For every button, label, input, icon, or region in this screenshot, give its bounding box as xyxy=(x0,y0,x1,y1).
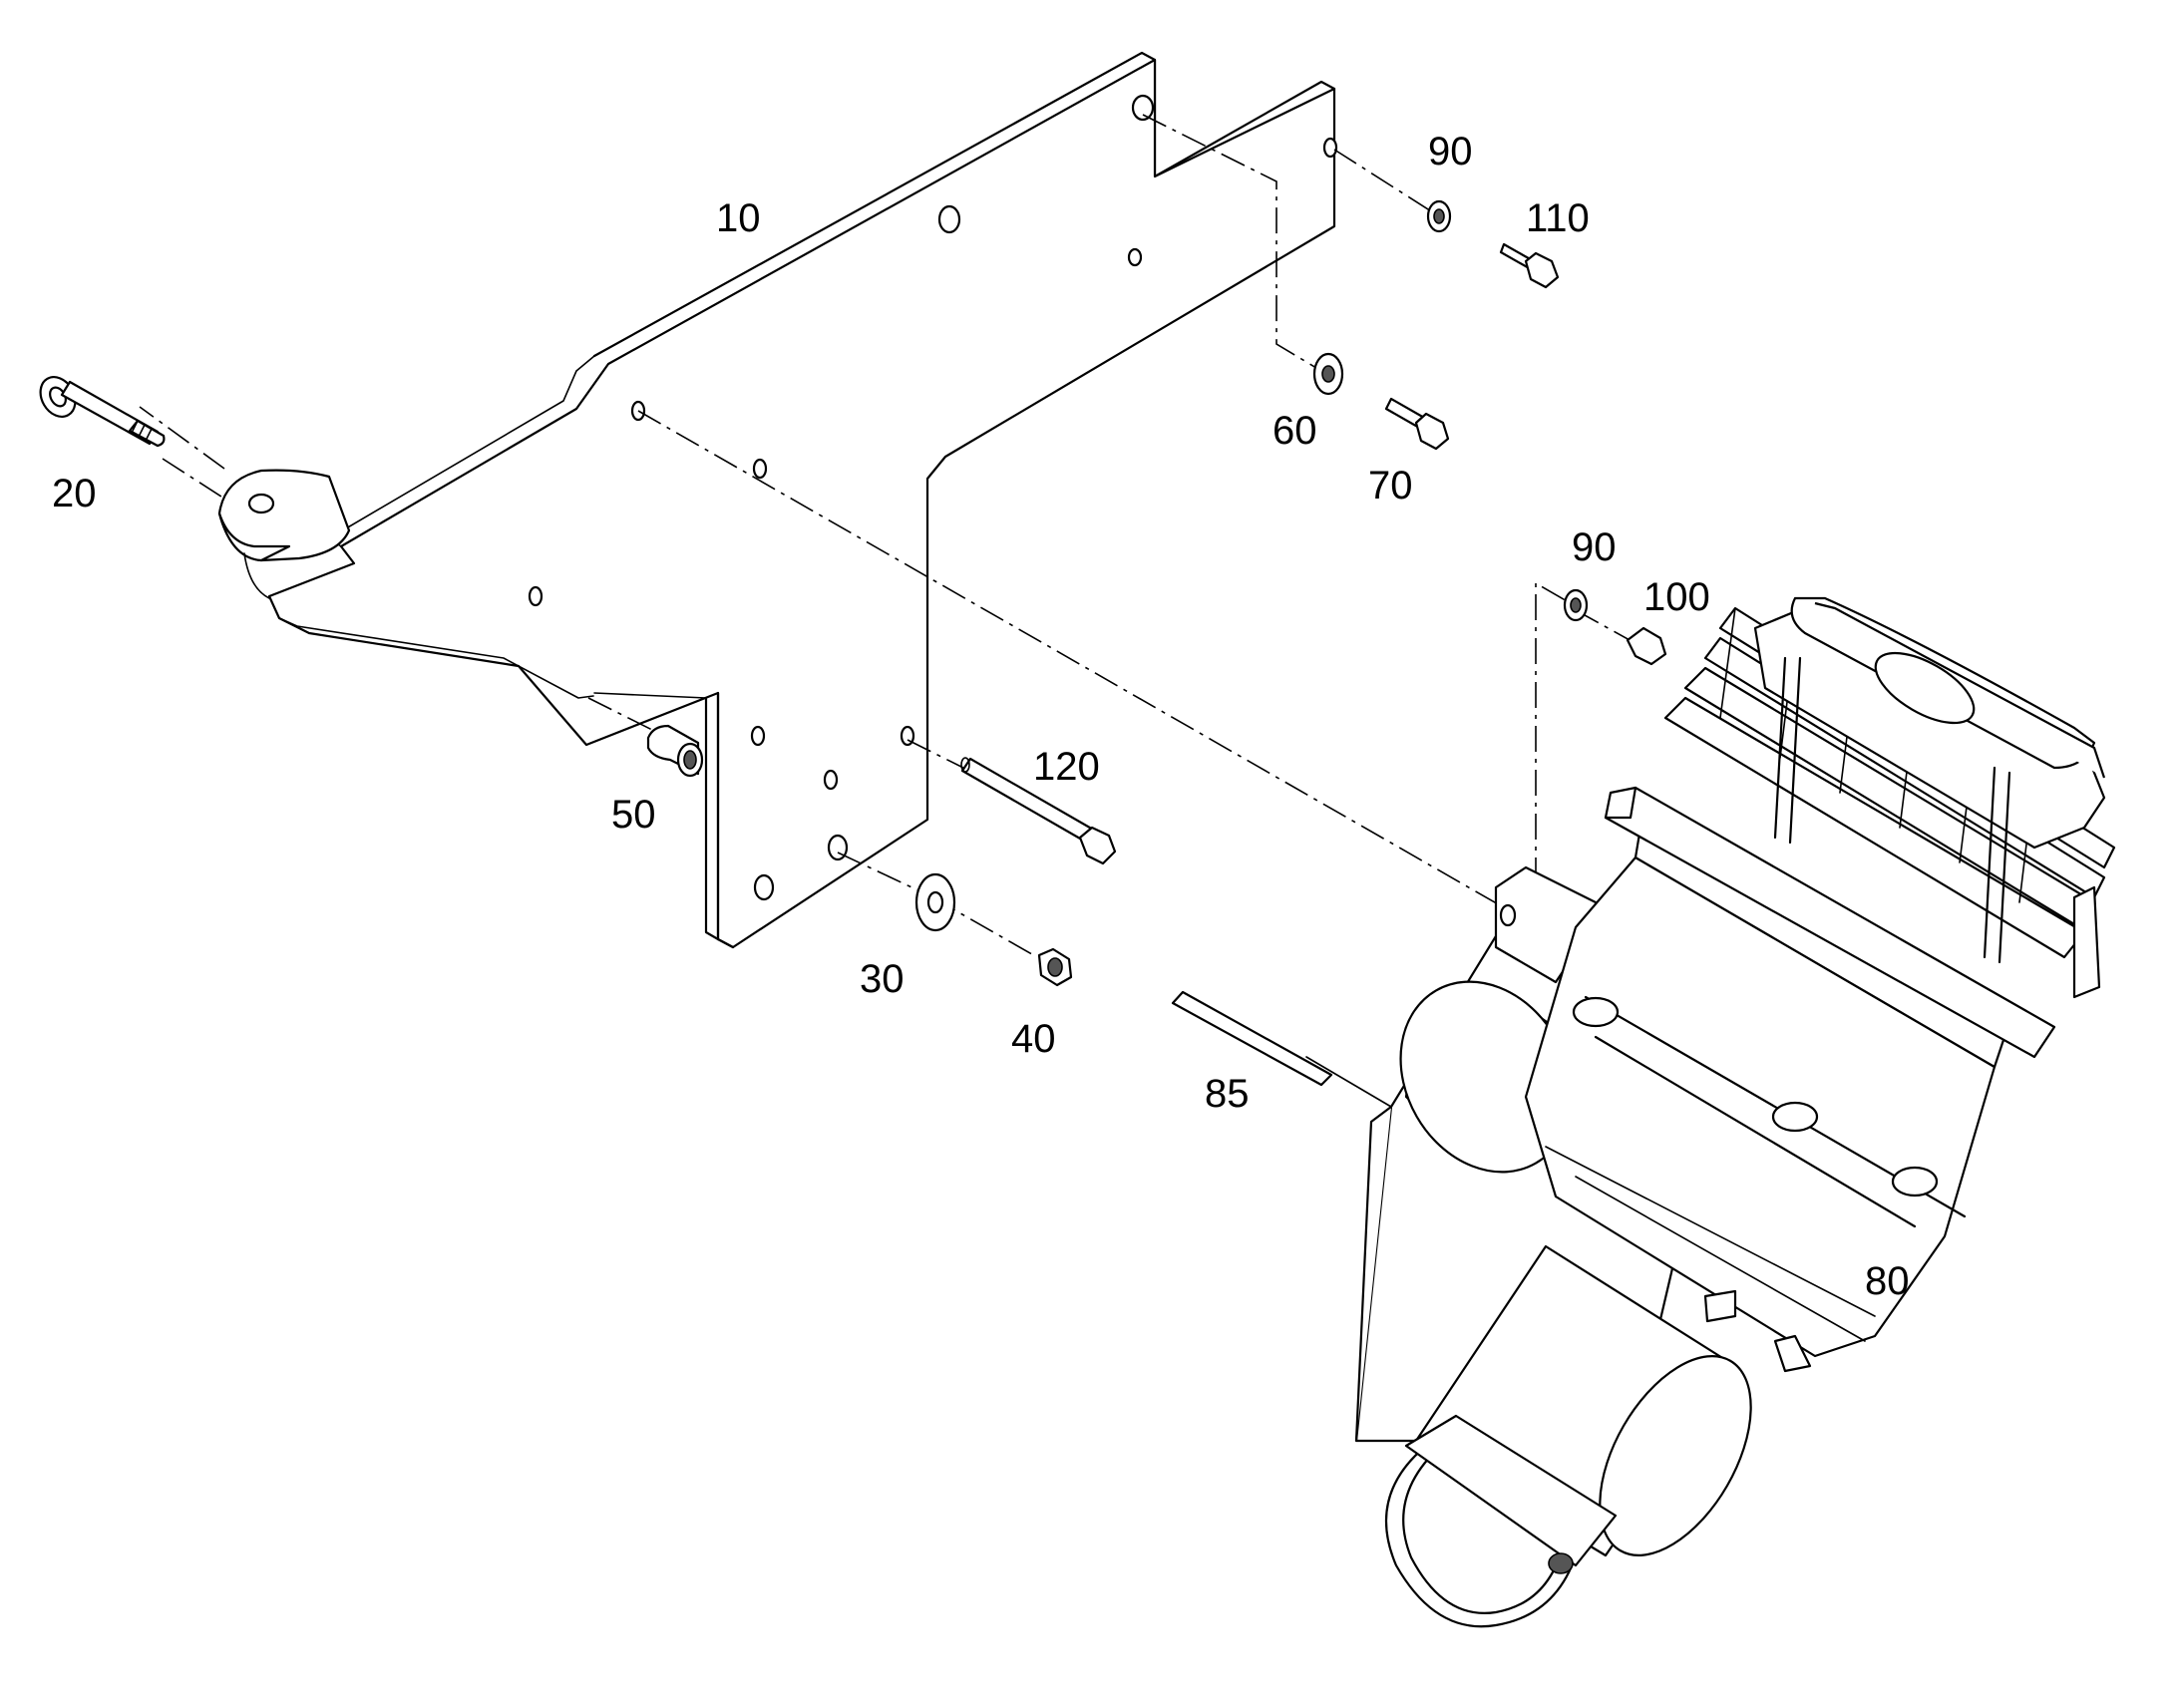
bolt-part-20 xyxy=(39,376,166,448)
callout-labels: 10 20 30 40 50 60 70 80 85 90 90 100 110… xyxy=(52,130,1910,1303)
bolt-part-110 xyxy=(1499,242,1560,289)
bolt-part-70 xyxy=(1384,397,1450,451)
callout-60: 60 xyxy=(1272,409,1317,453)
callout-90-lower: 90 xyxy=(1572,525,1617,569)
callout-70: 70 xyxy=(1368,464,1413,508)
callout-10: 10 xyxy=(716,196,761,240)
callout-30: 30 xyxy=(860,957,905,1001)
washer-part-90-upper xyxy=(1426,199,1452,233)
washer-part-60 xyxy=(1312,352,1344,396)
callout-120: 120 xyxy=(1033,745,1100,789)
assembly-center-lines xyxy=(139,114,1641,1108)
callout-40: 40 xyxy=(1011,1017,1056,1061)
callout-110: 110 xyxy=(1526,196,1590,240)
bolt-part-120 xyxy=(960,757,1117,865)
callout-100: 100 xyxy=(1643,575,1710,619)
callout-20: 20 xyxy=(52,472,97,515)
spacer-part-50 xyxy=(646,724,704,778)
washer-part-30 xyxy=(914,872,956,932)
key-bar-part-85 xyxy=(1171,990,1333,1087)
mounting-bracket-part-10 xyxy=(217,51,1338,949)
callout-85: 85 xyxy=(1205,1072,1250,1116)
bolt-part-100 xyxy=(1626,626,1667,666)
callout-50: 50 xyxy=(611,793,656,837)
motor-unit-part-80 xyxy=(1354,596,2116,1628)
callout-80: 80 xyxy=(1865,1259,1910,1303)
callout-90-upper: 90 xyxy=(1428,130,1473,173)
washer-part-90-lower xyxy=(1563,588,1589,622)
nut-part-40 xyxy=(1037,947,1073,987)
